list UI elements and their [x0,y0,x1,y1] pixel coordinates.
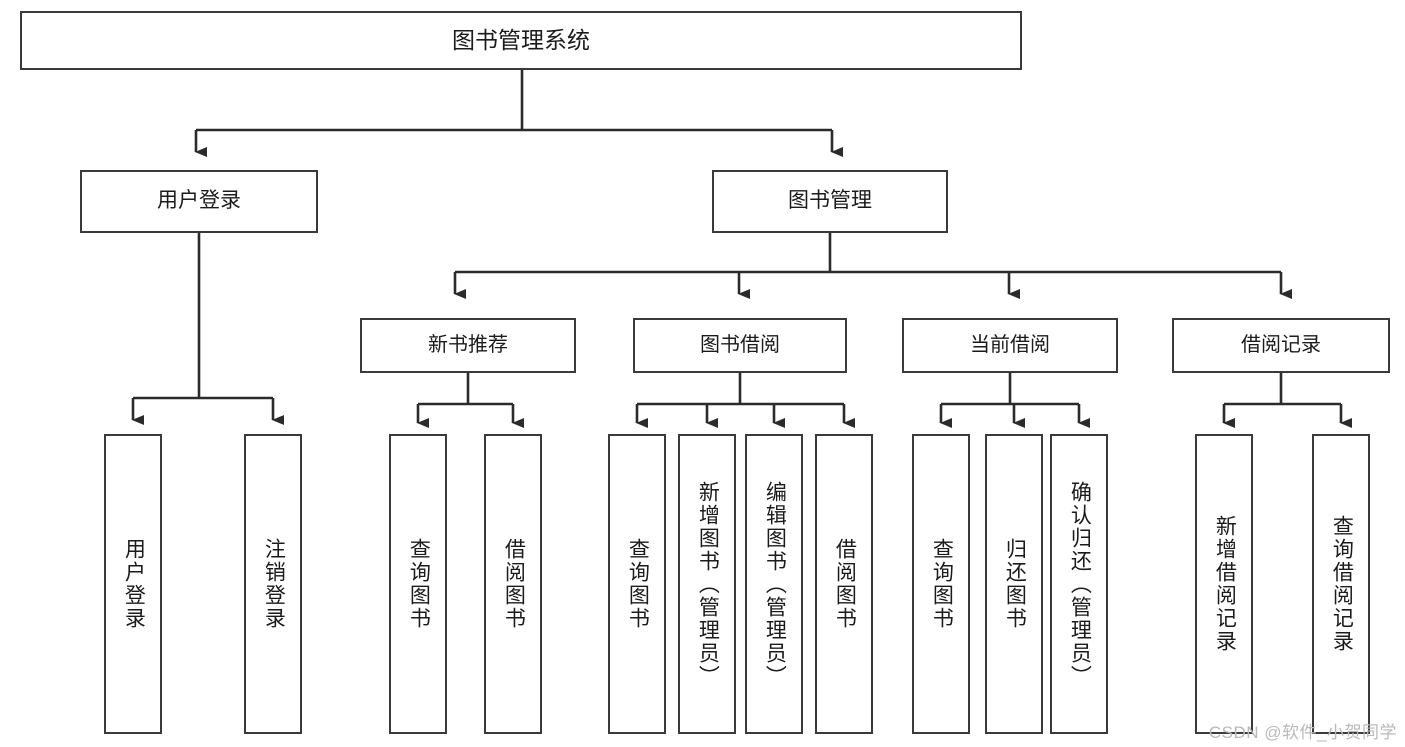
node-leaf-return-book[interactable]: 归还图书 [985,434,1043,734]
node-label: 借阅图书 [833,538,857,630]
node-user-login[interactable]: 用户登录 [80,170,318,233]
node-label: 借阅记录 [1241,333,1321,356]
node-leaf-edit-book-admin[interactable]: 编辑图书（管理员） [745,434,803,734]
node-label: 借阅图书 [502,538,526,630]
node-label: 查询图书 [930,538,954,630]
node-leaf-logout[interactable]: 注销登录 [244,434,302,734]
node-root-book-management-system[interactable]: 图书管理系统 [20,11,1022,70]
node-label: 确认归还（管理员） [1068,480,1092,688]
node-leaf-confirm-return-admin[interactable]: 确认归还（管理员） [1050,434,1108,734]
node-leaf-add-borrow-record[interactable]: 新增借阅记录 [1195,434,1253,734]
node-new-book-recommend[interactable]: 新书推荐 [360,318,576,373]
node-leaf-borrow-book[interactable]: 借阅图书 [815,434,873,734]
node-leaf-query-book[interactable]: 查询图书 [608,434,666,734]
node-label: 查询图书 [626,538,650,630]
node-label: 编辑图书（管理员） [763,480,787,688]
node-leaf-query-book-current[interactable]: 查询图书 [912,434,970,734]
node-label: 图书管理 [788,189,872,213]
node-leaf-user-login[interactable]: 用户登录 [104,434,162,734]
node-label: 查询图书 [407,538,431,630]
node-label: 新书推荐 [428,333,508,356]
node-borrow-record[interactable]: 借阅记录 [1172,318,1390,373]
node-label: 查询借阅记录 [1330,515,1354,653]
node-leaf-add-book-admin[interactable]: 新增图书（管理员） [678,434,736,734]
node-leaf-borrow-book-recommend[interactable]: 借阅图书 [484,434,542,734]
watermark-text: CSDN @软件_小贺同学 [1208,723,1397,742]
node-label: 注销登录 [262,538,286,630]
node-label: 当前借阅 [970,333,1050,356]
node-book-borrow[interactable]: 图书借阅 [633,318,847,373]
node-leaf-query-borrow-record[interactable]: 查询借阅记录 [1312,434,1370,734]
node-label: 图书管理系统 [452,26,590,53]
node-label: 新增借阅记录 [1213,515,1237,653]
node-label: 归还图书 [1003,538,1027,630]
node-label: 用户登录 [157,189,241,213]
node-book-management[interactable]: 图书管理 [712,170,948,233]
node-current-borrow[interactable]: 当前借阅 [902,318,1118,373]
node-label: 图书借阅 [700,333,780,356]
node-leaf-query-book-recommend[interactable]: 查询图书 [389,434,447,734]
node-label: 用户登录 [122,538,146,630]
node-label: 新增图书（管理员） [696,480,720,688]
